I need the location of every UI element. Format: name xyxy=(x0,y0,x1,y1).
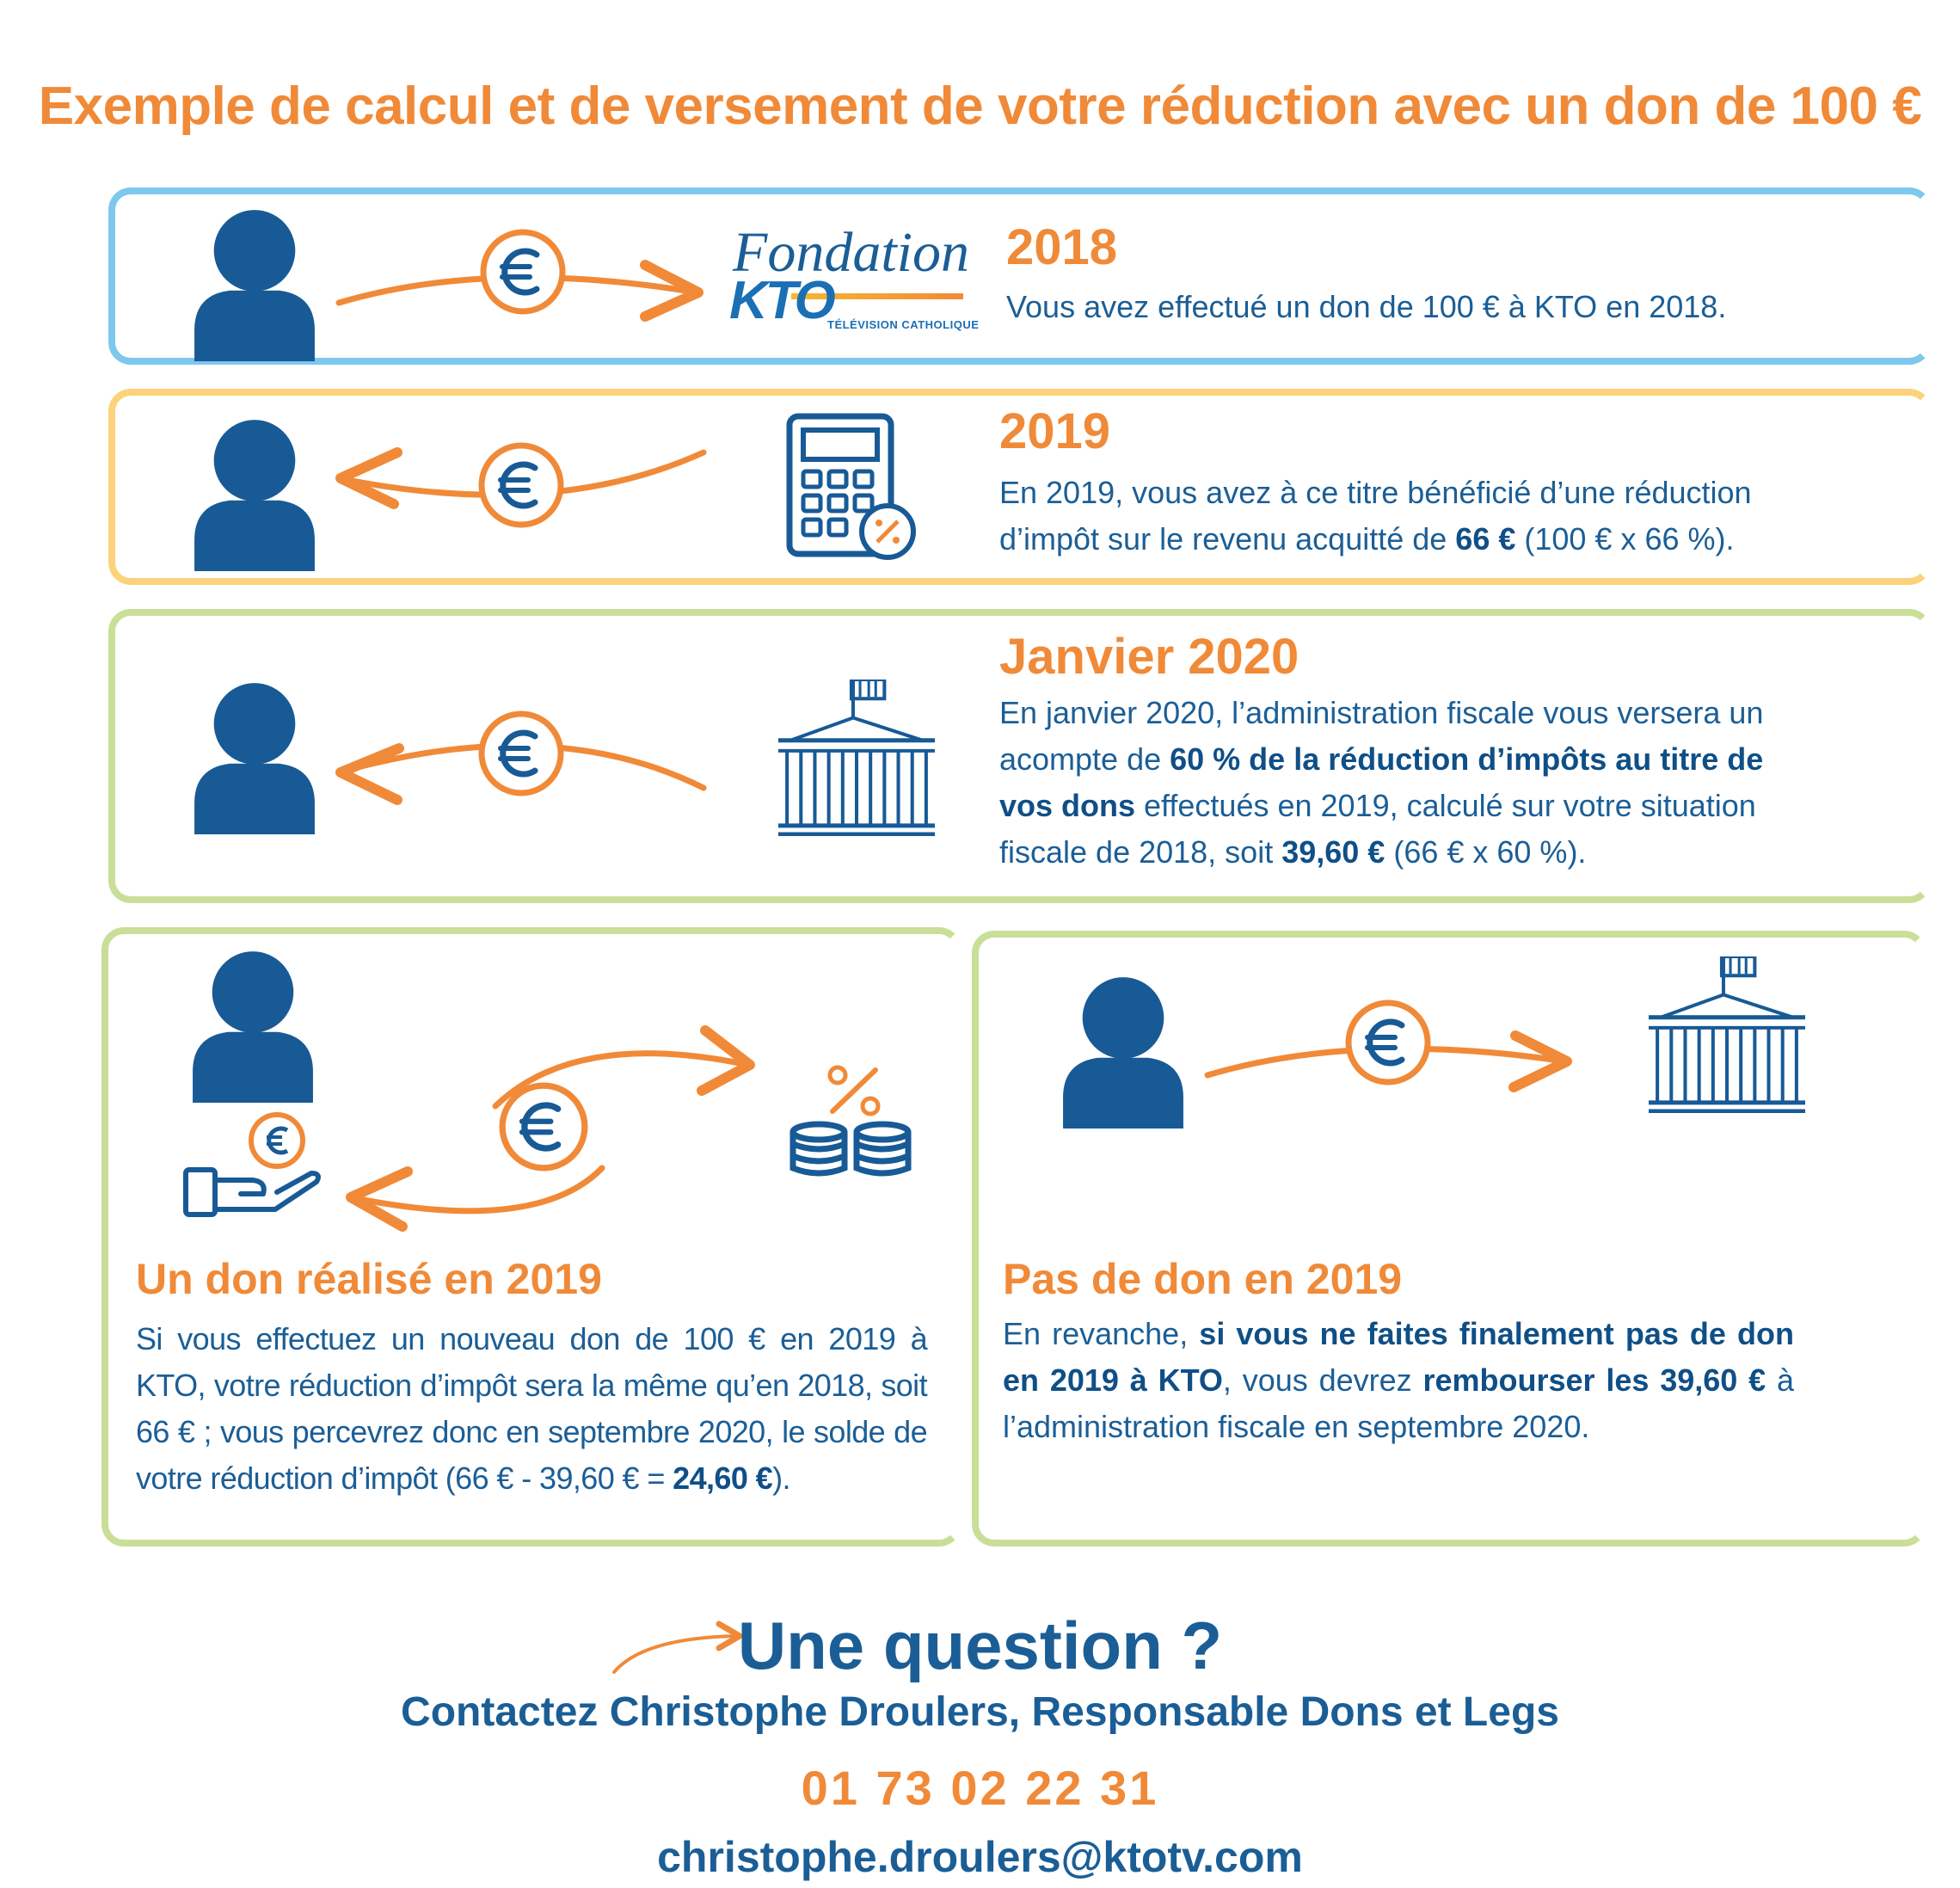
case-text-part: Si vous effectuez un nouveau don de 100 … xyxy=(136,1321,928,1496)
kto-logo-text: KTO xyxy=(729,271,836,330)
contact-email[interactable]: christophe.droulers@ktotv.com xyxy=(657,1833,1303,1881)
step-text: Vous avez effectué un don de 100 € à KTO… xyxy=(1006,289,1727,324)
government-building-icon xyxy=(1648,956,1806,1113)
government-building-icon xyxy=(777,680,936,836)
fondation-logo-text: Fondation xyxy=(733,221,969,284)
euro-coin-icon xyxy=(478,442,564,528)
step-year: 2018 xyxy=(1006,219,1118,275)
page-title: Exemple de calcul et de versement de vot… xyxy=(38,77,1922,136)
step-text-bold: 66 € xyxy=(1455,521,1516,557)
case-title: Pas de don en 2019 xyxy=(1003,1255,1403,1303)
case-text-part: à l’administration fiscale en septembre … xyxy=(1003,1362,1795,1444)
euro-coin-icon xyxy=(478,710,564,796)
step-text-bold: 39,60 € xyxy=(1281,834,1386,870)
step-text: En 2019, vous avez à ce titre bénéficié … xyxy=(999,470,1773,563)
person-icon xyxy=(194,683,315,834)
step-text-part: (100 € x 66 %). xyxy=(1515,521,1735,557)
step-text-bold: 60 % de la réduction d’impôts au titre d… xyxy=(999,741,1764,823)
step-text-part: effectués en 2019, calculé sur votre sit… xyxy=(999,788,1756,870)
step-text: En janvier 2020, l’administration fiscal… xyxy=(999,690,1782,876)
person-icon xyxy=(193,951,313,1103)
panel-don-2019 xyxy=(101,927,962,1547)
person-icon xyxy=(1063,977,1183,1128)
step-year: Janvier 2020 xyxy=(999,629,1299,685)
calculator-icon xyxy=(786,413,916,560)
arrow-right-icon xyxy=(612,1620,743,1674)
euro-coin-icon xyxy=(480,229,566,315)
kto-logo-subtitle: TÉLÉVISION CATHOLIQUE xyxy=(827,318,980,331)
question-title: Une question ? xyxy=(737,1608,1223,1683)
case-text-part: ). xyxy=(772,1461,790,1496)
arrow-left-icon xyxy=(346,1165,605,1232)
arrow-right-icon xyxy=(492,1025,755,1110)
step-year: 2019 xyxy=(999,403,1111,459)
contact-phone[interactable]: 01 73 02 22 31 xyxy=(801,1761,1159,1815)
panel-pas-de-don-2019 xyxy=(972,931,1926,1547)
euro-coin-icon xyxy=(1345,999,1431,1085)
contact-name: Contactez Christophe Droulers, Responsab… xyxy=(401,1689,1559,1735)
person-icon xyxy=(194,420,315,571)
case-text: En revanche, si vous ne faites finalemen… xyxy=(1003,1311,1794,1450)
step-text-part: (66 € x 60 %). xyxy=(1385,834,1587,870)
case-text-bold: rembourser les 39,60 € xyxy=(1422,1362,1766,1398)
panel-2019 xyxy=(108,389,1932,585)
case-text-part: , vous devrez xyxy=(1222,1362,1423,1398)
panel-janvier-2020 xyxy=(108,609,1932,903)
hand-coin-icon xyxy=(183,1112,321,1217)
case-text-bold: si vous ne faites finalement pas de don … xyxy=(1003,1316,1794,1398)
panel-2018 xyxy=(108,188,1932,365)
case-text-part: En revanche, xyxy=(1003,1316,1200,1351)
person-icon xyxy=(194,210,315,361)
step-text-part: En 2019, vous avez à ce titre bénéficié … xyxy=(999,475,1752,557)
case-text-bold: 24,60 € xyxy=(673,1461,773,1496)
step-text-part: En janvier 2020, l’administration fiscal… xyxy=(999,695,1764,777)
coin-stack-percent-icon xyxy=(790,1065,912,1177)
logo-bar xyxy=(791,293,963,299)
case-title: Un don réalisé en 2019 xyxy=(136,1255,602,1303)
case-text: Si vous effectuez un nouveau don de 100 … xyxy=(136,1316,928,1502)
